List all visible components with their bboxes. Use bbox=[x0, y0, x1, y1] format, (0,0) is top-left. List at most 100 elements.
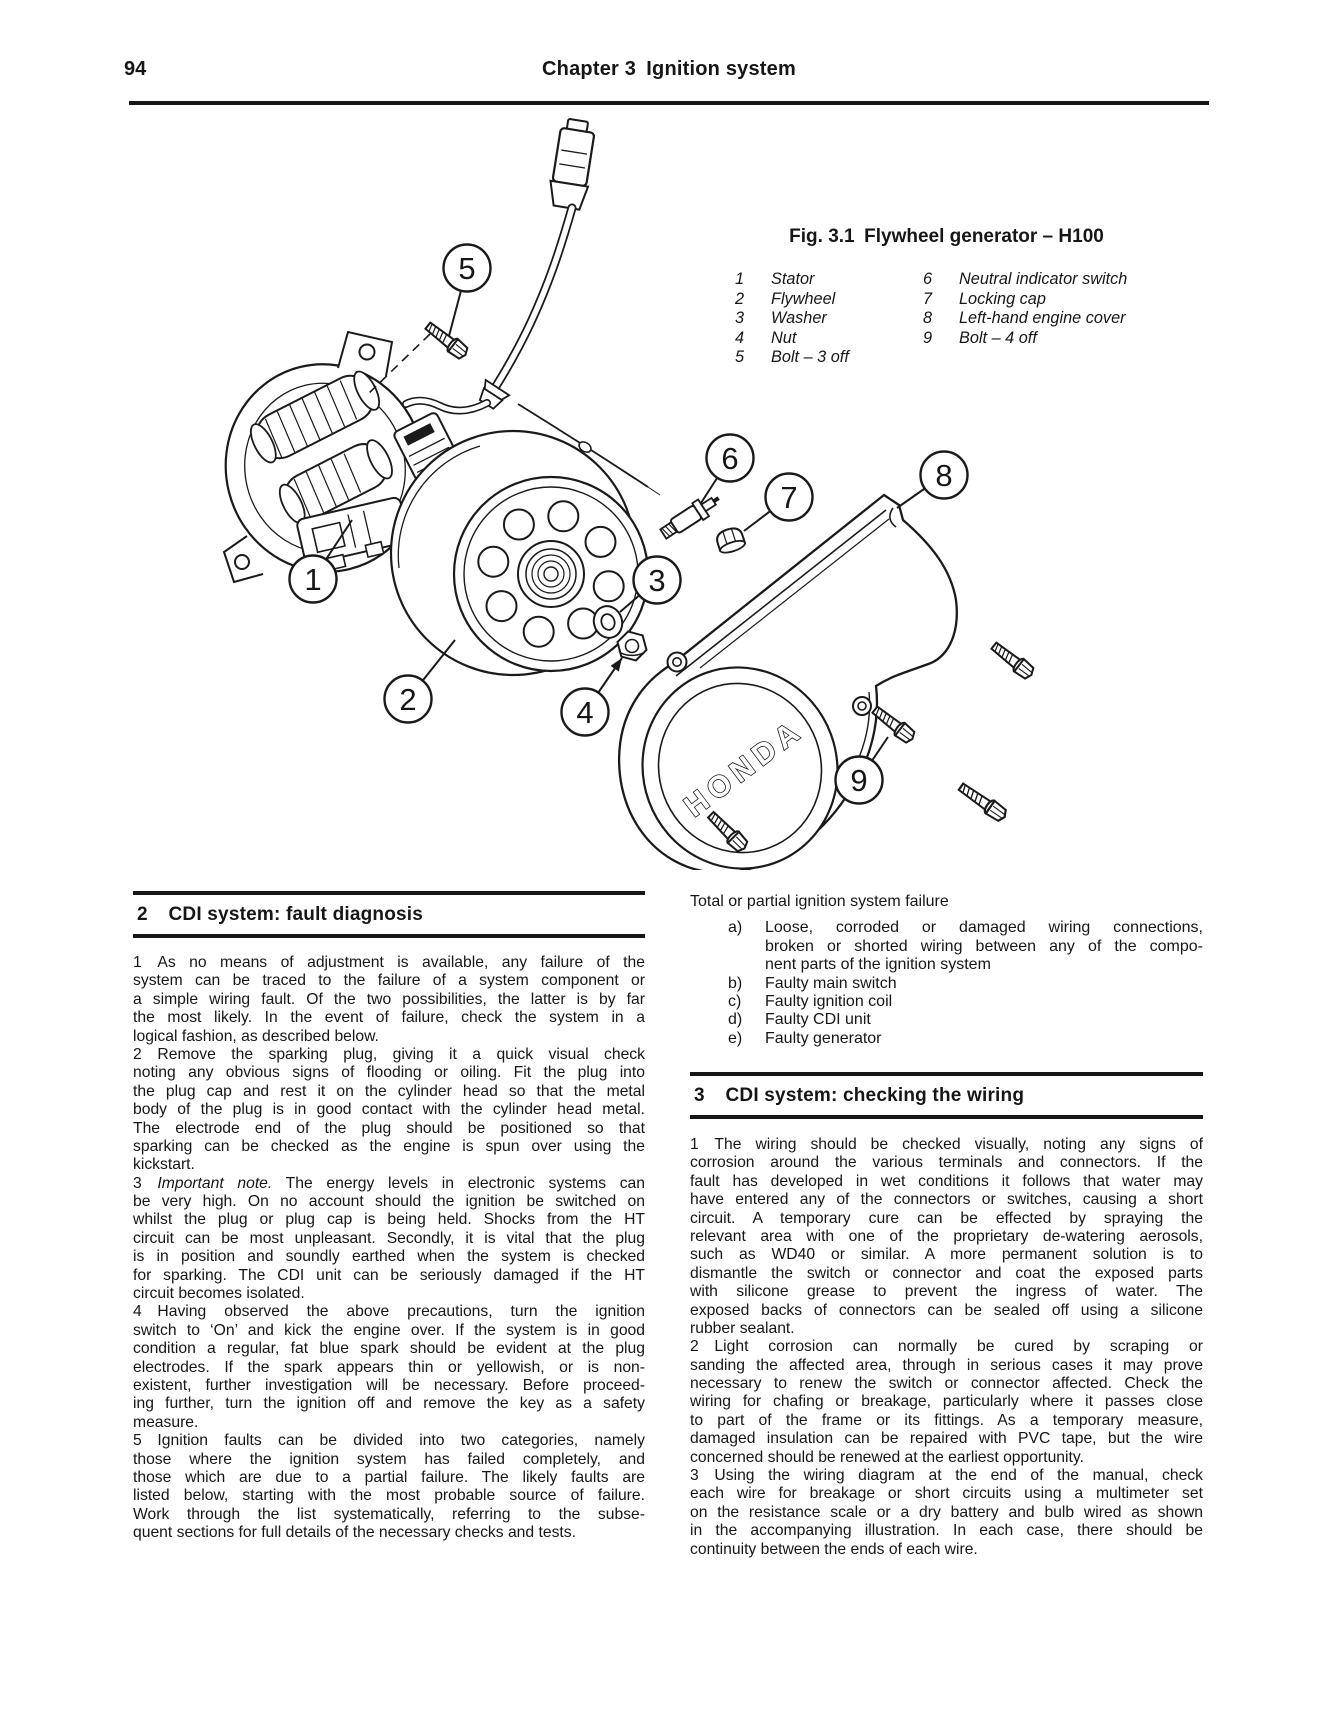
part-number: 3 bbox=[735, 309, 745, 328]
section-3-body: 1 The wiring should be checked visually,… bbox=[690, 1136, 1203, 1559]
text-line: Loose, corroded or damaged wiring connec… bbox=[765, 919, 1203, 937]
callout-2: 2 bbox=[383, 639, 456, 724]
text-line: Faulty CDI unit bbox=[765, 1011, 871, 1029]
text-line: 2 Remove the sparking plug, giving it a … bbox=[133, 1045, 645, 1063]
text-line: logical fashion, as described below. bbox=[133, 1027, 379, 1045]
text-line: such as WD40 or similar. A more permanen… bbox=[690, 1246, 1203, 1264]
text-line: those which are due to a partial failure… bbox=[133, 1468, 645, 1486]
text-segment: 3 bbox=[133, 1174, 158, 1192]
fault-item-text: Faulty generator bbox=[765, 1030, 1203, 1048]
part-number: 9 bbox=[923, 328, 933, 347]
text-line: sanding the affected area, through in se… bbox=[690, 1356, 1203, 1374]
part-name: Washer bbox=[771, 309, 827, 328]
washer-part bbox=[592, 605, 624, 639]
section-title: CDI system: checking the wiring bbox=[725, 1085, 1025, 1106]
text-line: Faulty generator bbox=[765, 1029, 882, 1047]
part-number: 6 bbox=[923, 270, 933, 288]
stator-assembly bbox=[222, 330, 460, 584]
page-number: 94 bbox=[124, 58, 147, 80]
fault-list: Total or partial ignition system failure… bbox=[690, 893, 1203, 1048]
bolt-right-lower bbox=[955, 779, 1011, 825]
section-title: CDI system: fault diagnosis bbox=[168, 904, 424, 925]
fault-item-text: Loose, corroded or damaged wiring connec… bbox=[765, 919, 1203, 974]
text-line: 1 The wiring should be checked visually,… bbox=[690, 1136, 1203, 1153]
part-number: 4 bbox=[735, 328, 745, 347]
text-line: on the resistance scale or a dry battery… bbox=[690, 1503, 1203, 1521]
flywheel-holes bbox=[477, 500, 625, 648]
nut-part bbox=[616, 630, 648, 662]
stator-coil-upper bbox=[249, 370, 381, 464]
callout-8: 8 bbox=[896, 450, 969, 509]
text-line: 3 Important note. The energy levels in e… bbox=[133, 1175, 645, 1193]
part-name: Bolt – 3 off bbox=[771, 348, 849, 367]
text-line: quent sections for full details of the n… bbox=[133, 1524, 576, 1542]
callout-9: 9 bbox=[834, 736, 889, 805]
text-line: 1 As no means of adjustment is available… bbox=[133, 954, 645, 971]
text-line: system can be traced to the failure of a… bbox=[133, 972, 645, 990]
text-line: sparking can be checked as the engine is… bbox=[133, 1137, 645, 1155]
text-line: each wire for breakage or short circuits… bbox=[690, 1485, 1203, 1503]
part-number: 2 bbox=[735, 289, 745, 308]
callout-3: 3 bbox=[619, 555, 682, 613]
callout-1: 1 bbox=[288, 519, 353, 604]
fault-item-text: Faulty ignition coil bbox=[765, 993, 1203, 1011]
callout-circle bbox=[919, 450, 969, 500]
fault-item-letter: d) bbox=[728, 1011, 743, 1029]
text-line: 5 Ignition faults can be divided into tw… bbox=[133, 1432, 645, 1450]
part-name: Locking cap bbox=[959, 289, 1046, 308]
text-line: switch to ‘On’ and kick the engine over.… bbox=[133, 1321, 645, 1339]
callout-circle bbox=[560, 687, 610, 737]
locking-cap-part bbox=[716, 527, 747, 554]
bolt-right-middle bbox=[869, 702, 919, 747]
text-line: ing further, turn the ignition off and r… bbox=[133, 1395, 645, 1413]
fault-item: c) Faulty ignition coil bbox=[690, 993, 1203, 1011]
callout-number: 3 bbox=[648, 563, 665, 598]
callout-number: 9 bbox=[850, 763, 867, 798]
part-number: 5 bbox=[735, 348, 745, 367]
text-line: 3 Using the wiring diagram at the end of… bbox=[690, 1467, 1203, 1485]
text-line: 4 Having observed the above precautions,… bbox=[133, 1303, 645, 1321]
part-name: Neutral indicator switch bbox=[959, 270, 1128, 288]
text-line: have entered any of the connectors or sw… bbox=[690, 1191, 1203, 1209]
text-line: body of the plug is in good contact with… bbox=[133, 1101, 645, 1119]
text-line: circuit. A temporary cure can be effecte… bbox=[690, 1209, 1203, 1227]
header-rule bbox=[129, 101, 1209, 105]
neutral-switch-part bbox=[659, 496, 720, 540]
fault-item: a)Loose, corroded or damaged wiring conn… bbox=[690, 919, 1203, 974]
stator-coil-lower bbox=[278, 439, 393, 524]
text-line: circuit can be most unpleasant. Secondly… bbox=[133, 1229, 645, 1247]
section-3-heading: 3 CDI system: checking the wiring bbox=[690, 1072, 1203, 1119]
text-line: measure. bbox=[133, 1413, 199, 1431]
text-line: concerned should be renewed at the earli… bbox=[690, 1448, 1084, 1466]
text-line: Work through the list systematically, re… bbox=[133, 1505, 645, 1523]
text-line: the plug cap and rest it on the cylinder… bbox=[133, 1082, 645, 1100]
bolt-right-upper bbox=[988, 638, 1038, 683]
fault-item-letter: b) bbox=[728, 974, 743, 992]
part-number: 1 bbox=[735, 270, 745, 288]
part-row: 6 Neutral indicator switch bbox=[923, 270, 1203, 290]
section-2-body: 1 As no means of adjustment is available… bbox=[133, 954, 645, 1543]
fault-item: d) Faulty CDI unit bbox=[690, 1011, 1203, 1029]
text-line: Faulty main switch bbox=[765, 974, 897, 992]
text-line: relevant area with one of the proprietar… bbox=[690, 1227, 1203, 1245]
callout-number: 5 bbox=[458, 251, 475, 286]
text-line: 2 Light corrosion can normally be cured … bbox=[690, 1338, 1203, 1356]
fault-item-text: Faulty CDI unit bbox=[765, 1011, 1203, 1029]
callout-arrowhead bbox=[610, 658, 622, 672]
text-line: existent, further investigation will be … bbox=[133, 1376, 645, 1394]
callout-4: 4 bbox=[560, 657, 623, 737]
fault-item-letter: c) bbox=[728, 992, 742, 1010]
text-line: be very high. On no account should the i… bbox=[133, 1193, 645, 1211]
fault-item-text: Faulty main switch bbox=[765, 975, 1203, 993]
text-line: fault has developed in wet conditions it… bbox=[690, 1172, 1203, 1190]
part-name: Left-hand engine cover bbox=[959, 309, 1126, 328]
text-line: whilst the plug or plug cap is being hel… bbox=[133, 1211, 645, 1229]
text-line: corrosion around the various terminals a… bbox=[690, 1154, 1203, 1172]
text-line: to part of the frame or its fittings. As… bbox=[690, 1411, 1203, 1429]
